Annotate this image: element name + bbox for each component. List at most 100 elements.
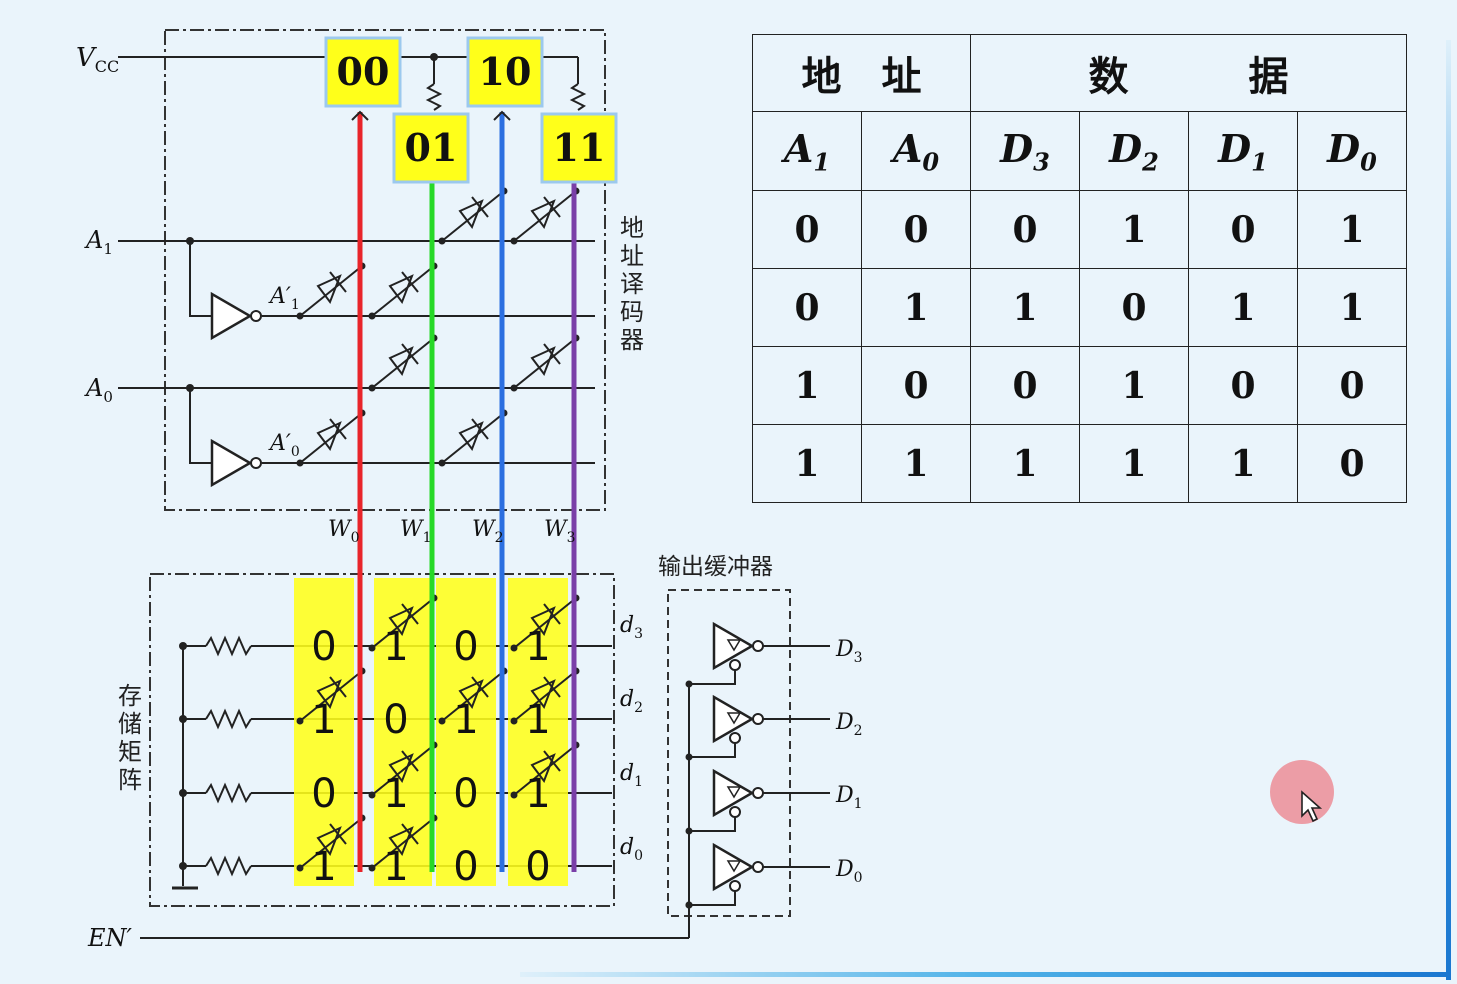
svg-text:W1: W1 [400,517,432,546]
svg-text:D2: D2 [835,710,863,739]
address-boxes: 00 01 10 11 [324,36,618,184]
col-d0: D0 [1297,111,1407,191]
svg-text:存: 存 [118,682,142,710]
tristate-buffer-icon [685,694,830,761]
table-cell: 1 [752,346,862,425]
decoder-diodes [296,187,580,467]
inverted-a1-label: A′1 [268,284,300,313]
diode-icon [296,409,366,467]
col-a1: A1 [752,111,862,191]
diode-icon [438,187,508,245]
output-labels: D3 D2 D1 D0 [835,637,863,886]
table-cell: 1 [752,424,862,503]
decoder-frame [164,29,606,511]
table-cell: 0 [752,268,862,347]
svg-text:10: 10 [479,49,532,94]
bit-value: 0 [383,697,408,743]
bit-value: 1 [453,697,478,743]
table-cell: 1 [861,424,971,503]
bit-value: 1 [383,844,408,890]
header-address: 地 址 [752,34,971,112]
svg-text:地: 地 [620,214,644,242]
resistor-icon [205,782,252,804]
table-cell: 1 [970,424,1080,503]
svg-text:11: 11 [553,125,606,170]
buffer-title: 输出缓冲器 [658,554,773,580]
enable-label: EN′ [87,924,133,952]
svg-text:器: 器 [620,326,644,354]
svg-text:d2: d2 [620,687,643,716]
bit-value: 1 [311,697,336,743]
bit-value: 1 [525,771,550,817]
word-lines [351,110,577,872]
table-cell: 0 [752,190,862,269]
svg-text:储: 储 [118,710,142,738]
diode-icon [510,334,580,392]
svg-text:D1: D1 [835,783,863,812]
table-cell: 0 [1079,268,1189,347]
bit-value: 0 [453,624,478,670]
svg-text:d0: d0 [620,835,643,864]
bit-value: 0 [311,771,336,817]
table-cell: 1 [1297,190,1407,269]
table-cell: 1 [1188,424,1298,503]
buffer-frame [667,589,791,917]
bit-value: 1 [383,624,408,670]
table-cell: 0 [861,346,971,425]
bit-value: 1 [383,771,408,817]
table-cell: 1 [861,268,971,347]
address-label: 01 [392,112,470,184]
diode-icon [510,187,580,245]
col-a0: A0 [861,111,971,191]
header-data: 数 据 [970,34,1407,112]
table-cell: 0 [1188,346,1298,425]
bit-value: 1 [525,697,550,743]
slide-edge-right [1446,40,1451,980]
table-cell: 0 [861,190,971,269]
svg-text:址: 址 [620,242,644,270]
tristate-buffer-icon [685,842,830,909]
table-cell: 1 [1079,346,1189,425]
table-cell: 1 [970,268,1080,347]
bit-value: 1 [311,844,336,890]
svg-text:d3: d3 [620,613,643,642]
inverted-a0-label: A′0 [268,431,300,460]
svg-text:矩: 矩 [118,738,142,766]
diode-icon [368,262,438,320]
diode-icon [296,667,366,725]
resistor-icon [205,855,252,877]
table-cell: 0 [970,190,1080,269]
bit-value: 0 [311,624,336,670]
diode-icon [438,667,508,725]
svg-text:00: 00 [337,49,390,94]
svg-text:W2: W2 [472,517,504,546]
table-cell: 1 [1188,268,1298,347]
bit-value: 1 [525,624,550,670]
bit-line-labels: d3 d2 d1 d0 [620,613,643,864]
tristate-buffer-icon [685,768,830,835]
diode-icon [368,334,438,392]
arrow-icon [351,110,369,121]
memory-title: 存 储 矩 阵 [118,682,142,794]
table-cell: 1 [1079,424,1189,503]
col-d2: D2 [1079,111,1189,191]
input-a1-label: A1 [84,226,113,258]
output-buffers [685,621,830,909]
resistor-icon [205,635,252,657]
svg-text:码: 码 [620,298,644,326]
table-cell: 1 [1297,268,1407,347]
decoder-title: 地 址 译 码 器 [620,214,644,354]
table-cell: 1 [1079,190,1189,269]
svg-text:译: 译 [620,270,644,298]
word-line-labels: W0 W1 W2 W3 [328,517,576,546]
svg-text:W0: W0 [328,517,360,546]
svg-text:01: 01 [405,125,458,170]
diode-icon [368,814,438,872]
vcc-label: VCC [76,43,119,76]
diode-icon [296,262,366,320]
memory-frame [149,573,615,907]
svg-text:W3: W3 [544,517,576,546]
